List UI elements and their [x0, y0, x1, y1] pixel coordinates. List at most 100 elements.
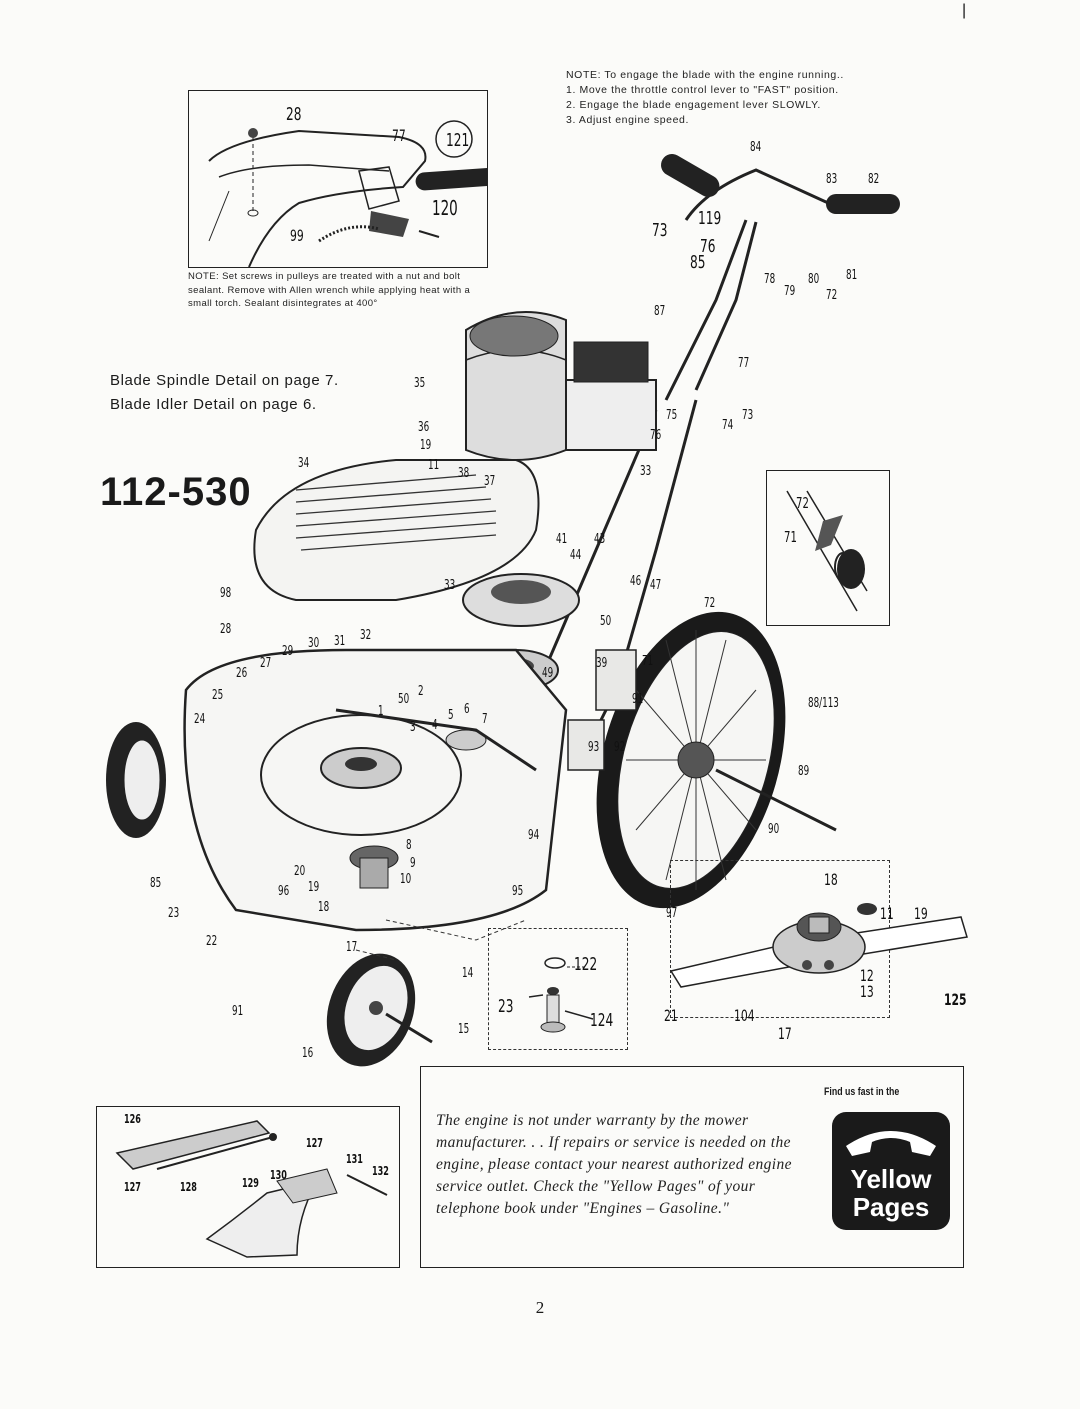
label-76-handle: 76 — [700, 236, 716, 257]
label-78: 78 — [764, 272, 776, 287]
label-15: 15 — [458, 1022, 470, 1037]
blade-detail-drawing — [669, 903, 968, 988]
control-detail-drawing — [208, 120, 506, 268]
label-77-top: 77 — [392, 126, 406, 145]
label-76-frame: 76 — [650, 428, 662, 443]
label-8: 8 — [406, 838, 412, 853]
label-81: 81 — [846, 268, 858, 283]
blade-idler-ref: Blade Idler Detail on page 6. — [110, 396, 317, 413]
engagement-step-2: 2. Engage the blade engagement lever SLO… — [566, 99, 821, 111]
chute-detail-drawing — [115, 1120, 388, 1258]
label-20: 20 — [294, 864, 306, 879]
label-91-wheel: 91 — [232, 1004, 244, 1019]
label-46: 46 — [630, 574, 642, 589]
label-26: 26 — [236, 666, 248, 681]
label-122: 122 — [574, 954, 598, 975]
mower-exploded-drawing — [106, 154, 900, 1067]
find-us-fast-text: Find us fast in the — [824, 1086, 900, 1098]
blade-spindle-ref: Blade Spindle Detail on page 7. — [110, 372, 339, 389]
label-2: 2 — [418, 684, 424, 699]
label-23-deck: 23 — [168, 906, 180, 921]
label-36: 36 — [418, 420, 430, 435]
label-7: 7 — [482, 712, 488, 727]
label-31: 31 — [334, 634, 346, 649]
label-18-blade: 18 — [824, 870, 838, 889]
chute-detail-box — [96, 1106, 400, 1268]
label-89: 89 — [798, 764, 810, 779]
label-9: 9 — [410, 856, 416, 871]
engagement-step-3: 3. Adjust engine speed. — [566, 114, 689, 126]
label-131: 131 — [346, 1152, 363, 1166]
label-23-bolt: 23 — [498, 996, 514, 1017]
bolt-detail-box — [488, 928, 628, 1050]
label-84: 84 — [750, 140, 762, 155]
label-71-frame: 71 — [642, 654, 654, 669]
label-38: 38 — [458, 466, 470, 481]
label-35: 35 — [414, 376, 426, 391]
label-99: 99 — [290, 226, 304, 245]
label-28-top: 28 — [286, 104, 302, 125]
label-49: 49 — [542, 666, 554, 681]
label-77-handle: 77 — [738, 356, 750, 371]
label-85-deck: 85 — [150, 876, 162, 891]
label-104: 104 — [734, 1006, 755, 1025]
bolt-detail-drawing — [528, 957, 594, 1033]
label-11-engine: 11 — [428, 458, 440, 473]
engine-warranty-box — [420, 1066, 964, 1268]
label-30: 30 — [308, 636, 320, 651]
label-97: 97 — [666, 906, 678, 921]
label-4: 4 — [432, 718, 438, 733]
label-17-wheel: 17 — [346, 940, 358, 955]
page-number: 2 — [535, 1298, 545, 1317]
label-80: 80 — [808, 272, 820, 287]
label-25: 25 — [212, 688, 224, 703]
label-72-inset: 72 — [796, 494, 809, 512]
label-12: 12 — [860, 966, 874, 985]
label-50-frame: 50 — [600, 614, 612, 629]
label-92: 92 — [614, 740, 626, 755]
label-91-bracket: 91 — [632, 692, 644, 707]
label-83: 83 — [826, 172, 838, 187]
label-129: 129 — [242, 1176, 259, 1190]
label-33-deck: 33 — [444, 578, 456, 593]
telephone-icon — [846, 1131, 936, 1156]
label-39: 39 — [596, 656, 608, 671]
label-16: 16 — [302, 1046, 314, 1061]
label-120: 120 — [432, 196, 458, 220]
label-50-deck: 50 — [398, 692, 410, 707]
label-82: 82 — [868, 172, 880, 187]
label-96: 96 — [278, 884, 290, 899]
yellow-pages-line1: Yellow — [850, 1164, 932, 1194]
model-number: 112-530 — [100, 470, 252, 514]
label-34: 34 — [298, 456, 310, 471]
control-detail-box — [188, 90, 506, 268]
engagement-note: NOTE: To engage the blade with the engin… — [566, 68, 926, 128]
label-79: 79 — [784, 284, 796, 299]
label-10: 10 — [400, 872, 412, 887]
label-74: 74 — [722, 418, 734, 433]
label-32: 32 — [360, 628, 372, 643]
label-119: 119 — [698, 208, 722, 229]
label-124: 124 — [590, 1010, 614, 1031]
label-18-deck: 18 — [318, 900, 330, 915]
header-mark: | — [962, 2, 967, 19]
label-47: 47 — [650, 578, 662, 593]
label-14: 14 — [462, 966, 474, 981]
label-71-inset: 71 — [784, 528, 797, 546]
label-94: 94 — [528, 828, 540, 843]
label-128: 128 — [180, 1180, 197, 1194]
label-41: 41 — [556, 532, 568, 547]
set-screws-note: NOTE: Set screws in pulleys are treated … — [188, 271, 471, 309]
label-33-frame: 33 — [640, 464, 652, 479]
label-43: 43 — [594, 532, 606, 547]
label-37: 37 — [484, 474, 496, 489]
label-19-blade: 19 — [914, 904, 928, 923]
label-93: 93 — [588, 740, 600, 755]
engagement-note-title: NOTE: To engage the blade with the engin… — [566, 69, 844, 81]
label-121: 121 — [446, 130, 470, 151]
label-127-bottom: 127 — [124, 1180, 141, 1194]
label-29: 29 — [282, 644, 294, 659]
label-28-deck: 28 — [220, 622, 232, 637]
yellow-pages-logo: Yellow Pages — [832, 1112, 950, 1230]
yellow-pages-line2: Pages — [852, 1192, 930, 1222]
